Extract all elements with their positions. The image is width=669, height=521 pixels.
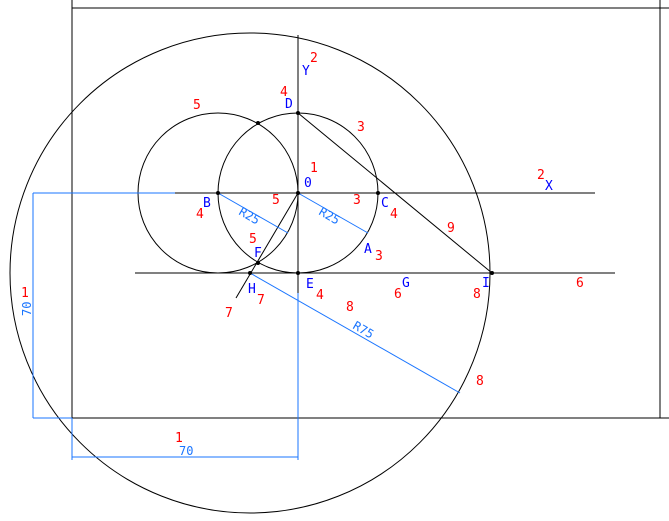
dim-r25-o: R25 — [317, 204, 343, 227]
step-h: 7 — [257, 293, 265, 308]
point-e — [296, 271, 300, 275]
r25-leader-o — [297, 192, 369, 234]
step-b: 4 — [196, 207, 204, 222]
step-line-7: 7 — [225, 306, 233, 321]
r75-leader — [249, 272, 461, 394]
step-arc-c: 3 — [357, 120, 365, 135]
label-origin: 0 — [304, 176, 312, 191]
step-arc-b: 5 — [193, 98, 201, 113]
step-dim-vertical: 1 — [21, 286, 29, 301]
dim-horizontal-value: 70 — [179, 444, 193, 458]
label-g: G — [402, 276, 410, 291]
step-r75: 8 — [346, 300, 354, 315]
intersection-points — [216, 111, 494, 275]
label-c: C — [381, 196, 389, 211]
label-a: A — [364, 242, 372, 257]
label-b: B — [203, 196, 211, 211]
step-line-9: 9 — [447, 221, 455, 236]
step-e: 4 — [316, 288, 324, 303]
step-d: 4 — [280, 85, 288, 100]
step-r25-o: 3 — [353, 193, 361, 208]
label-i: I — [482, 276, 490, 291]
point-d — [296, 111, 300, 115]
step-origin: 1 — [310, 161, 318, 176]
step-x-axis: 2 — [537, 168, 545, 183]
step-a: 3 — [375, 249, 383, 264]
label-x: X — [545, 179, 553, 194]
step-y-axis: 2 — [310, 51, 318, 66]
point-i — [490, 271, 494, 275]
point-f — [256, 261, 260, 265]
step-r25-b: 5 — [272, 193, 280, 208]
label-y: Y — [302, 64, 310, 79]
step-arc-8: 8 — [476, 374, 484, 389]
line-di — [297, 112, 493, 274]
point-h — [248, 271, 252, 275]
label-h: H — [248, 282, 256, 297]
r25-leader-b — [217, 192, 289, 234]
label-f: F — [254, 246, 262, 261]
step-dim-horizontal: 1 — [175, 431, 183, 446]
label-e: E — [306, 277, 314, 292]
point-circle-intersection — [256, 121, 260, 125]
point-c — [376, 191, 380, 195]
dim-vertical-value: 70 — [20, 302, 34, 316]
step-f: 5 — [249, 232, 257, 247]
point-o — [296, 191, 300, 195]
label-d: D — [285, 97, 293, 112]
step-c: 4 — [390, 207, 398, 222]
step-line-6: 6 — [576, 276, 584, 291]
frame — [71, 0, 669, 460]
point-b — [216, 191, 220, 195]
step-i: 8 — [473, 287, 481, 302]
dim-r25-b: R25 — [237, 204, 263, 227]
dim-r75: R75 — [351, 318, 377, 341]
line-of — [235, 192, 299, 299]
step-g: 6 — [394, 287, 402, 302]
